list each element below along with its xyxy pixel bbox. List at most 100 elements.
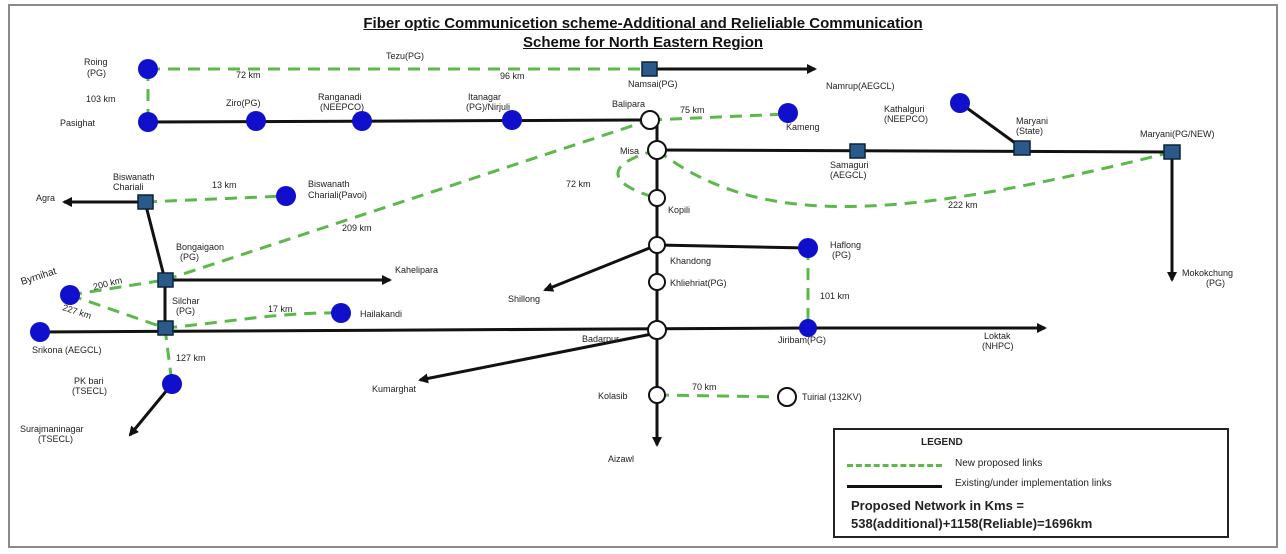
node-biswanath-pavoi bbox=[276, 186, 296, 206]
label-ziro: Ziro(PG) bbox=[226, 98, 261, 108]
label-haflong-2: (PG) bbox=[832, 250, 851, 260]
label-srikona: Srikona (AEGCL) bbox=[32, 345, 102, 355]
link-misa-mariani-pg bbox=[656, 148, 1173, 154]
label-kathalguri-1: Kathalguri bbox=[884, 104, 925, 114]
label-biswanath-charali-1: Biswanath bbox=[113, 172, 155, 182]
node-kopili bbox=[648, 189, 666, 207]
link-byrnihat-bongaigaon bbox=[69, 278, 166, 297]
label-biswanath-pavoi-2: Chariali(Pavoi) bbox=[308, 190, 367, 200]
link-balipara-kameng bbox=[649, 112, 789, 122]
dist-charali-pavoi: 13 km bbox=[212, 180, 237, 190]
node-jiribam bbox=[799, 319, 817, 337]
link-srikona-jiribam bbox=[39, 326, 809, 334]
label-biswanath-pavoi-1: Biswanath bbox=[308, 179, 350, 189]
dist-bongaigaon-balipara: 209 km bbox=[342, 223, 372, 233]
label-pk-bari-2: (TSECL) bbox=[72, 386, 107, 396]
legend-existing-link-swatch bbox=[847, 485, 942, 488]
node-hailakandi bbox=[331, 303, 351, 323]
link-khandong-haflong bbox=[656, 243, 809, 250]
node-roing bbox=[138, 59, 158, 79]
node-samaguri bbox=[849, 143, 866, 159]
label-samaguri-1: Samaguri bbox=[830, 160, 869, 170]
label-kopili: Kopili bbox=[668, 205, 690, 215]
link-misa-kopili bbox=[616, 148, 658, 200]
dist-byrnihat-silchar: 227 km bbox=[61, 302, 92, 321]
link-kathalguri-mariani bbox=[959, 101, 1023, 150]
label-bongaigaon-2: (PG) bbox=[180, 252, 199, 262]
dist-misa-mariani: 222 km bbox=[948, 200, 978, 210]
dist-balipara-kameng: 75 km bbox=[680, 105, 705, 115]
label-pasighat: Pasighat bbox=[60, 118, 96, 128]
dist-roing-tezu: 72 km bbox=[236, 70, 261, 80]
dist-kolasib-tuirial: 70 km bbox=[692, 382, 717, 392]
diagram-title-line1: Fiber optic Communicetion scheme-Additio… bbox=[363, 15, 923, 32]
label-kumarghat: Kumarghat bbox=[372, 384, 417, 394]
legend-title: LEGEND bbox=[921, 437, 963, 448]
label-loktak-2: (NHPC) bbox=[982, 341, 1014, 351]
label-mariani-pg: Maryani(PG/NEW) bbox=[1140, 129, 1215, 139]
node-biswanath-charali bbox=[137, 194, 154, 210]
label-mokokchung-1: Mokokchung bbox=[1182, 268, 1233, 278]
node-itanagar bbox=[502, 110, 522, 130]
node-mariani-pg bbox=[1163, 144, 1181, 160]
label-samaguri-2: (AEGCL) bbox=[830, 170, 867, 180]
label-silchar-1: Silchar bbox=[172, 296, 200, 306]
node-mariani-state bbox=[1013, 140, 1031, 156]
node-tuirial bbox=[777, 387, 797, 407]
node-kolasib bbox=[648, 386, 666, 404]
node-ranganadi bbox=[352, 111, 372, 131]
label-jiribam: Jiribam(PG) bbox=[778, 335, 826, 345]
link-badarpur-kumarghat bbox=[418, 331, 658, 384]
label-itanagar-2: (PG)/Nirjuli bbox=[466, 102, 510, 112]
label-namsai: Namsai(PG) bbox=[628, 79, 678, 89]
diagram-title-line2: Scheme for North Eastern Region bbox=[522, 34, 764, 51]
label-tuirial: Tuirial (132KV) bbox=[802, 392, 862, 402]
label-mokokchung-2: (PG) bbox=[1206, 278, 1225, 288]
label-khliehriat: Khliehriat(PG) bbox=[670, 278, 727, 288]
node-namsai bbox=[641, 61, 658, 77]
node-misa bbox=[647, 140, 667, 160]
node-srikona bbox=[30, 322, 50, 342]
label-kameng: Kameng bbox=[786, 122, 820, 132]
node-silchar bbox=[157, 320, 174, 336]
label-roing: Roing bbox=[84, 57, 108, 67]
dist-byrnihat-bongaigaon: 200 km bbox=[92, 275, 123, 292]
label-byrnihat: Byrnihat bbox=[20, 266, 58, 288]
label-kolasib: Kolasib bbox=[598, 391, 628, 401]
label-silchar-2: (PG) bbox=[176, 306, 195, 316]
link-charali-bongaigaon bbox=[143, 201, 167, 281]
dist-silchar-hailakandi: 17 km bbox=[268, 304, 293, 314]
legend: LEGEND New proposed links Existing/under… bbox=[833, 428, 1229, 538]
link-misa-mariani bbox=[656, 148, 1173, 208]
label-kahelipara: Kahelipara bbox=[395, 265, 438, 275]
dist-haflong-jiribam: 101 km bbox=[820, 291, 850, 301]
dist-silchar-pkbari: 127 km bbox=[176, 353, 206, 363]
link-kolasib-tuirial bbox=[656, 393, 786, 399]
legend-summary-line2: 538(additional)+1158(Reliable)=1696km bbox=[851, 516, 1093, 531]
link-silchar-hailakandi bbox=[164, 311, 341, 330]
node-byrnihat bbox=[60, 285, 80, 305]
label-namrup: Namrup(AEGCL) bbox=[826, 81, 895, 91]
node-haflong bbox=[798, 238, 818, 258]
label-ranganadi-1: Ranganadi bbox=[318, 92, 362, 102]
link-bongaigaon-balipara bbox=[164, 118, 651, 282]
label-biswanath-charali-2: Chariali bbox=[113, 182, 144, 192]
label-agra: Agra bbox=[36, 193, 55, 203]
link-pkbari-surajmaninagar bbox=[128, 383, 174, 437]
label-khandong: Khandong bbox=[670, 256, 711, 266]
label-misa: Misa bbox=[620, 146, 639, 156]
label-itanagar-1: Itanagar bbox=[468, 92, 501, 102]
label-balipara: Balipara bbox=[612, 99, 645, 109]
dist-tezu-namsai: 96 km bbox=[500, 71, 525, 81]
label-bongaigaon-1: Bongaigaon bbox=[176, 242, 224, 252]
node-balipara bbox=[640, 110, 660, 130]
legend-summary-line1: Proposed Network in Kms = bbox=[851, 498, 1025, 513]
label-tezu: Tezu(PG) bbox=[386, 51, 424, 61]
link-pasighat-balipara bbox=[147, 118, 651, 124]
label-kathalguri-2: (NEEPCO) bbox=[884, 114, 928, 124]
link-charali-pavoi bbox=[144, 194, 286, 204]
legend-new-link-swatch bbox=[847, 464, 942, 467]
label-surajmaninagar-1: Surajmaninagar bbox=[20, 424, 84, 434]
label-roing-pg: (PG) bbox=[87, 68, 106, 78]
label-pk-bari-1: PK bari bbox=[74, 376, 104, 386]
